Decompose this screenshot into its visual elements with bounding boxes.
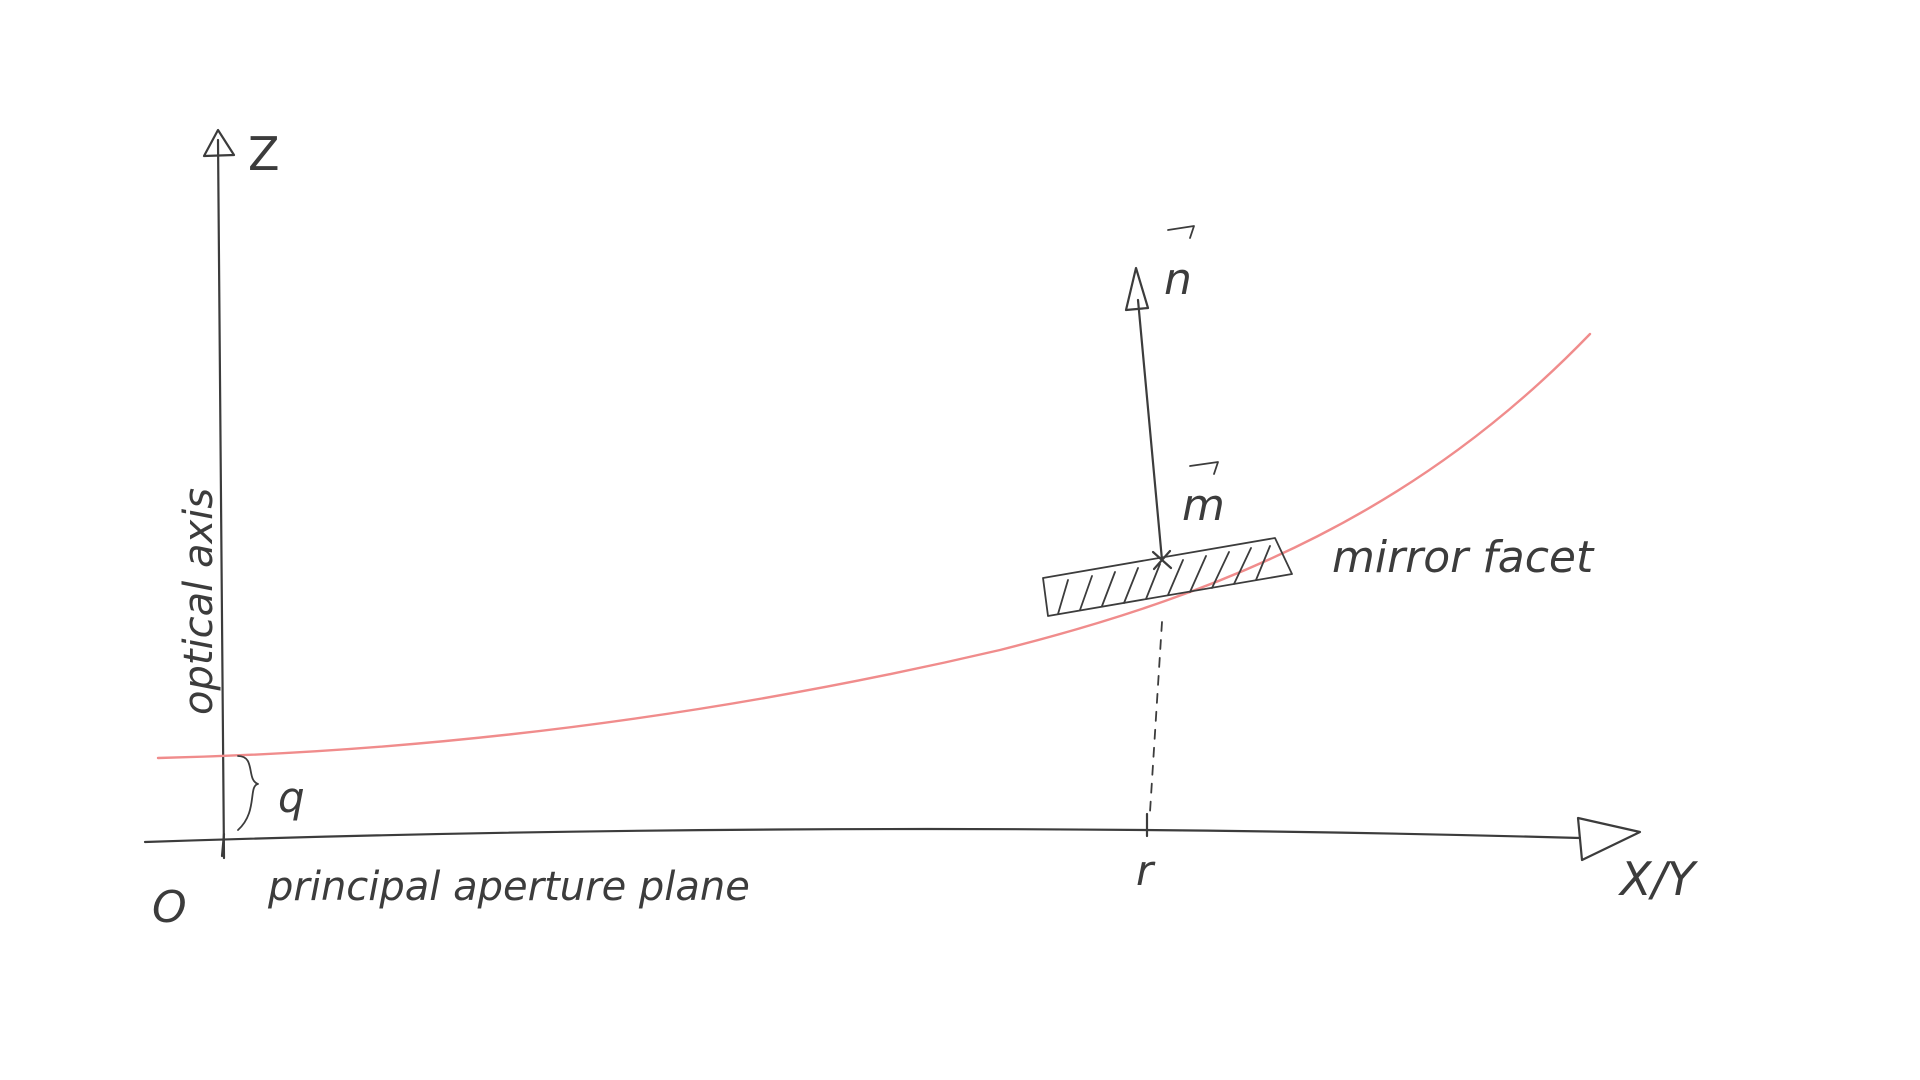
normal-vector-label: n — [1164, 254, 1192, 305]
principal-aperture-plane-label: principal aperture plane — [267, 864, 750, 910]
r-projection-dashed-line — [1149, 621, 1163, 813]
xy-axis-label: X/Y — [1618, 852, 1699, 906]
mirror-facet-label: mirror facet — [1332, 532, 1595, 583]
mirror-facet-hatching — [1057, 545, 1271, 615]
offset-label: q — [278, 773, 305, 822]
mirror-point-label: m — [1182, 480, 1225, 531]
origin-label: O — [152, 882, 187, 933]
z-axis-label: Z — [248, 127, 280, 181]
mirror-surface-curve — [156, 332, 1592, 760]
normal-vector-arrowhead — [1124, 266, 1150, 312]
offset-brace — [237, 755, 259, 831]
mirror-facet — [1042, 537, 1293, 617]
m-vector-bar — [1189, 461, 1219, 475]
n-vector-bar — [1167, 225, 1195, 239]
z-axis-arrowhead — [202, 128, 236, 158]
xy-axis-arrowhead — [1576, 816, 1642, 862]
xy-axis-line — [143, 827, 1582, 844]
optical-axis-label: optical axis — [176, 488, 222, 715]
radius-label: r — [1136, 846, 1156, 895]
normal-vector-line — [1136, 298, 1164, 562]
origin-tick — [220, 832, 226, 858]
mirror-facet-outline — [1042, 537, 1293, 617]
z-axis-line — [216, 138, 226, 860]
